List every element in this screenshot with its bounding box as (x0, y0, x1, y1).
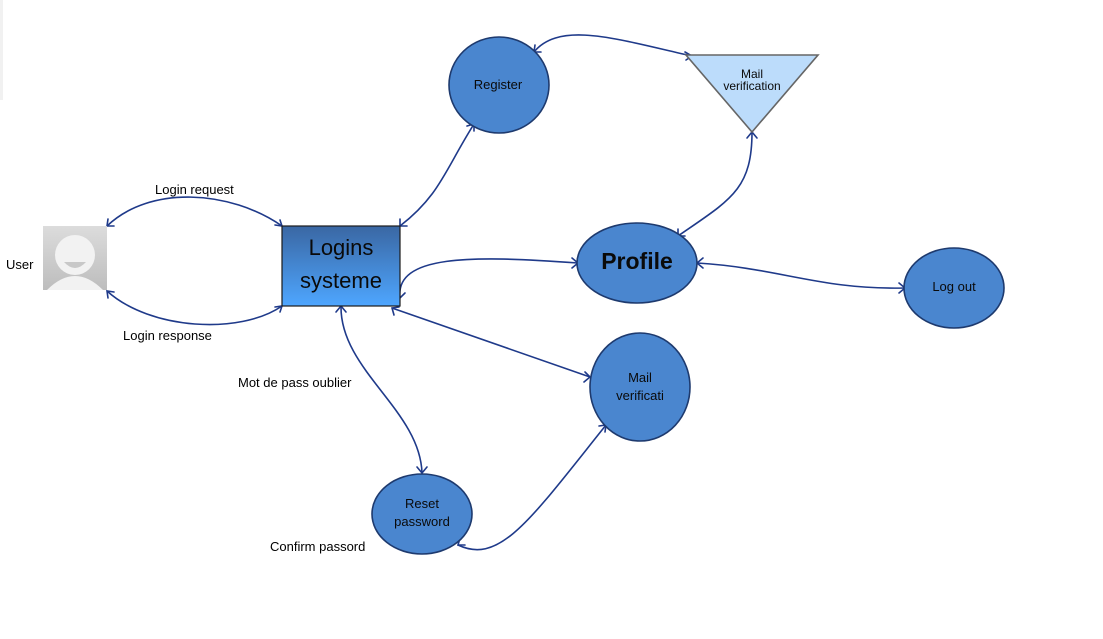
user-label: User (6, 257, 34, 272)
label-login-response: Login response (123, 328, 212, 343)
register-label: Register (474, 77, 523, 92)
edge-login-request (106, 196, 283, 227)
edge-logins-profile (399, 258, 579, 299)
edge-logins-reset-arrow-b (416, 466, 428, 475)
mail-verification-mid-line1: Mail (628, 370, 652, 385)
edge-login-response (106, 290, 283, 326)
logout-label: Log out (932, 279, 976, 294)
logins-systeme-label-line1: Logins (309, 235, 374, 260)
label-forgot-password: Mot de pass oublier (238, 375, 352, 390)
mail-verification-triangle-node[interactable]: Mail verification (684, 54, 820, 134)
profile-node[interactable]: Profile (576, 222, 698, 304)
logout-node[interactable]: Log out (903, 247, 1005, 329)
edge-reset-mailmid (457, 424, 607, 551)
edge-logins-mailmid-arrow-b (583, 371, 592, 383)
edge-logins-register (399, 123, 475, 227)
mail-verification-triangle-line1: Mail (741, 67, 763, 81)
profile-label: Profile (601, 248, 673, 274)
edge-mailtri-profile (677, 131, 753, 237)
user-avatar-icon[interactable] (43, 226, 107, 290)
register-node[interactable]: Register (448, 36, 550, 134)
edge-register-mailtri (533, 34, 693, 57)
reset-password-line1: Reset (405, 496, 439, 511)
label-login-request: Login request (155, 182, 234, 197)
edge-login-response-arrow-user (106, 290, 115, 299)
edges (106, 34, 907, 551)
edge-logins-reset (340, 305, 423, 474)
reset-password-line2: password (394, 514, 450, 529)
mail-verification-mid-line2: verificati (616, 388, 664, 403)
edge-logins-mailmid-arrow-a (390, 306, 400, 316)
edge-profile-logout (696, 262, 906, 289)
edge-logins-mailmid (391, 307, 591, 378)
reset-password-node[interactable]: Reset password (371, 473, 473, 555)
mail-verification-triangle-line2: verification (723, 79, 780, 93)
label-confirm-password: Confirm passord (270, 539, 365, 554)
mail-verification-mid-node[interactable]: Mail verificati (589, 332, 691, 442)
left-edge-shadow (0, 0, 3, 100)
logins-systeme-node[interactable]: Logins systeme (281, 225, 401, 307)
logins-systeme-label-line2: systeme (300, 268, 382, 293)
